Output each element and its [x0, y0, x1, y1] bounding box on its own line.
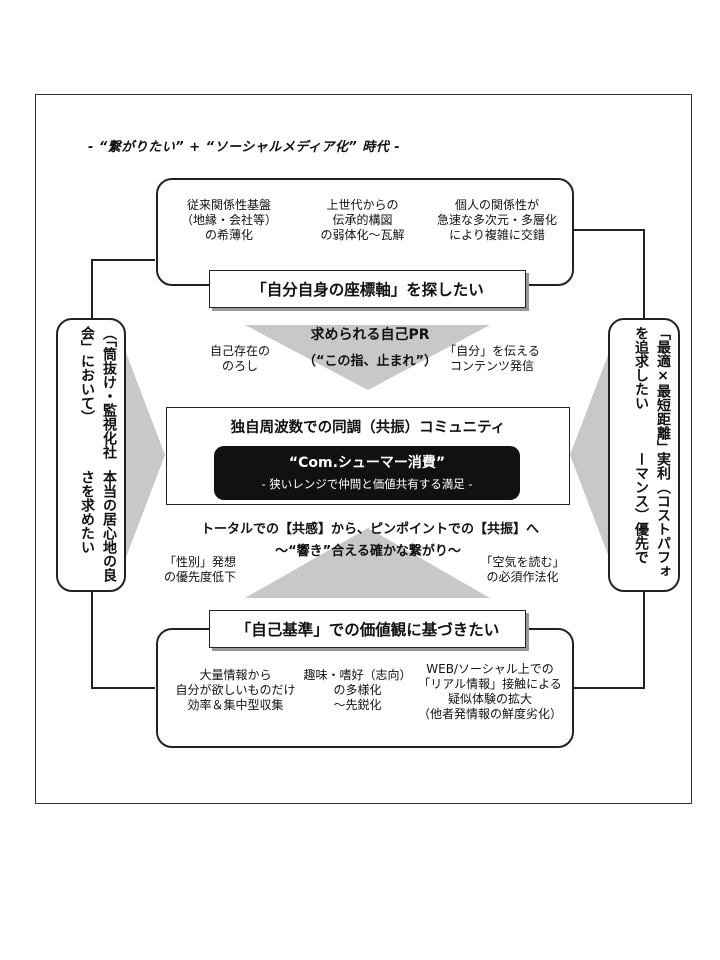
top-box: [156, 178, 574, 286]
lower-right-note: 「空気を読む」 の必須作法化: [480, 555, 565, 584]
left-side-text: 本当の居心地の良さを求めたい （「筒抜け・監視化社会」において）: [62, 326, 120, 588]
left-side-box: [56, 318, 126, 592]
lower-line-1: トータルでの【共感】から、ピンポイントでの【共振】へ: [200, 522, 539, 537]
top-label-box: 「自分自身の座標軸」を探したい: [209, 270, 526, 308]
left-side-outer: 本当の居心地の良さを求めたい: [79, 469, 117, 582]
diagram-frame: [35, 94, 692, 804]
top-item-3: 個人の関係性が 急速な多次元・多層化 により複雑に交錯: [436, 198, 557, 242]
com-consumer-box: “Com.シューマー消費” - 狭いレンジで仲間と価値共有する満足 -: [214, 446, 520, 500]
down-arrow-shape: [245, 325, 490, 390]
self-pr-headline: 求められる自己PR: [310, 327, 430, 343]
bottom-item-2: 趣味・嗜好（志向） の多様化 ～先鋭化: [303, 668, 412, 712]
center-title: 独自周波数での同調（共振）コミュニティ: [230, 419, 506, 436]
bottom-item-3: WEB/ソーシャル上での 「リアル情報」接触による 疑似体験の拡大 （他者発情報…: [417, 662, 562, 721]
bottom-label-box: 「自己基準」での価値観に基づきたい: [209, 610, 526, 648]
left-arrow-shape: [570, 350, 610, 560]
bottom-label: 「自己基準」での価値観に基づきたい: [235, 621, 500, 639]
top-label: 「自分自身の座標軸」を探したい: [251, 281, 484, 299]
upper-right-note: 「自分」を伝える コンテンツ発信: [444, 344, 540, 373]
com-consumer-title: “Com.シューマー消費”: [288, 455, 446, 471]
era-title: - “繋がりたい” + “ソーシャルメディア化” 時代 -: [88, 140, 401, 155]
right-side-outer: 実利（コストパフォーマンス）優先で: [633, 451, 671, 578]
com-consumer-sub: - 狭いレンジで仲間と価値共有する満足 -: [261, 477, 473, 491]
right-side-box: [608, 318, 680, 592]
right-arrow-shape: [125, 350, 165, 560]
lower-line-2: ～“響き”合える確かな繋がり～: [275, 544, 461, 559]
lower-left-note: 「性別」発想 の優先度低下: [163, 555, 236, 584]
top-item-1: 従来関係性基盤 （地縁・会社等） の希薄化: [180, 198, 277, 242]
self-pr-subline: （“この指、止まれ”）: [302, 354, 438, 369]
top-item-2: 上世代からの 伝承的構図 の弱体化～瓦解: [320, 198, 405, 242]
bottom-item-1: 大量情報から 自分が欲しいものだけ 効率＆集中型収集: [175, 668, 296, 712]
right-side-text: 実利（コストパフォーマンス）優先で 「最適×最短距離」を追求したい: [614, 326, 674, 588]
upper-left-note: 自己存在の のろし: [209, 344, 270, 373]
up-arrow-shape: [245, 528, 490, 598]
left-side-inner: （「筒抜け・監視化社会」において）: [79, 326, 117, 459]
right-side-inner: 「最適×最短距離」を追求したい: [633, 326, 671, 447]
